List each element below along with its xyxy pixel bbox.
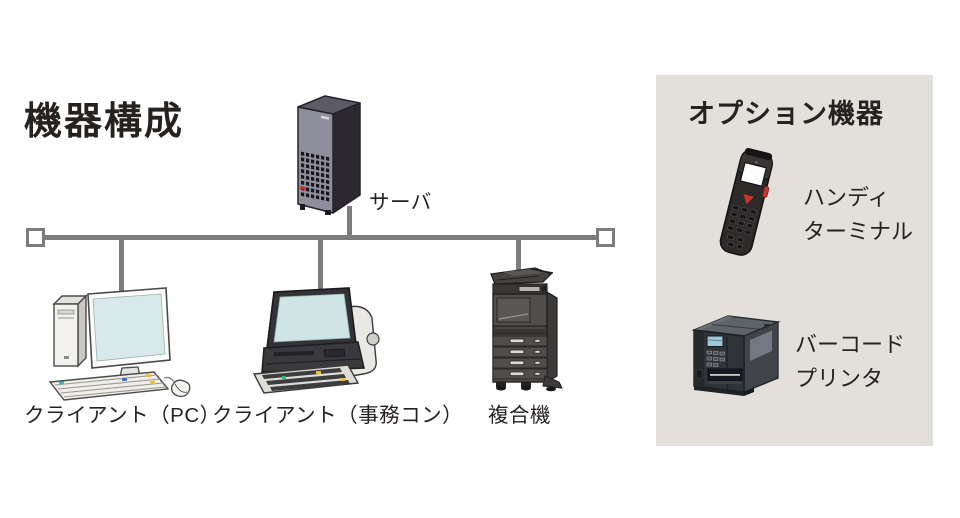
server-label: サーバ: [369, 191, 432, 214]
connector-mfp: [516, 238, 521, 270]
connector-client-jimucon: [318, 238, 323, 302]
options-panel-title: オプション機器: [688, 99, 884, 129]
client-pc-label: クライアント（PC）: [24, 404, 221, 427]
barcode-printer-icon: [688, 306, 783, 401]
handy-terminal-label: ハンディ ターミナル: [803, 181, 913, 249]
barcode-printer-label-line2: プリンタ: [795, 366, 884, 391]
client-jimucon-icon: [252, 286, 392, 396]
client-jimucon-label: クライアント（事務コン）: [212, 404, 464, 427]
barcode-printer-label: バーコード プリンタ: [795, 328, 905, 396]
page-title: 機器構成: [24, 101, 185, 143]
mfp-label: 複合機: [488, 404, 551, 427]
network-bus-line: [44, 235, 597, 240]
server-icon: [288, 92, 368, 217]
mfp-icon: [483, 260, 565, 398]
client-pc-icon: [26, 286, 201, 404]
handy-terminal-label-line1: ハンディ: [803, 185, 890, 210]
handy-terminal-label-line2: ターミナル: [803, 219, 914, 244]
connector-client-pc: [119, 238, 124, 300]
bus-terminator-right: [596, 228, 615, 247]
handy-terminal-icon: [708, 148, 788, 263]
connector-server: [347, 206, 352, 238]
barcode-printer-label-line1: バーコード: [795, 332, 906, 357]
bus-terminator-left: [26, 228, 45, 247]
